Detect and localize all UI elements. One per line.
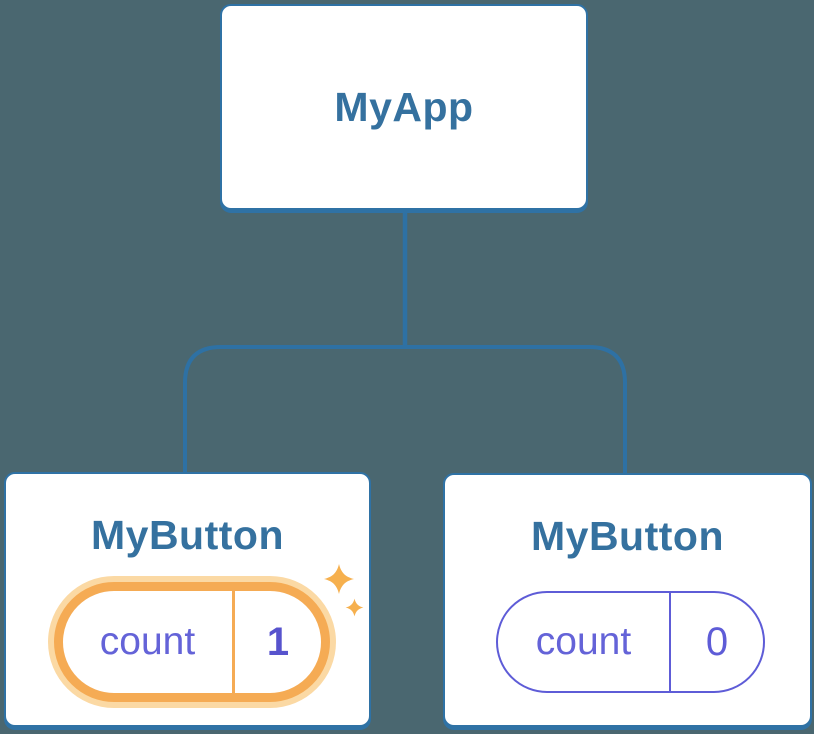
state-value-cell: 1 [235,591,321,693]
node-myapp: MyApp [220,4,588,210]
node-mybutton-left: MyButton count 1 [4,472,371,727]
state-value: 0 [705,619,729,664]
node-myapp-title: MyApp [334,83,474,130]
state-value: 1 [266,619,290,664]
node-mybutton-left-title: MyButton [90,512,284,558]
state-label: count [99,620,196,663]
node-mybutton-right: MyButton count 0 [443,473,812,727]
state-pill: count 0 [496,591,765,693]
connector-branch [183,345,627,476]
state-label-cell: count [498,593,671,691]
sparkle-small-icon [345,598,364,617]
state-label-cell: count [63,591,235,693]
state-label: count [535,620,632,663]
sparkles-icon [324,564,354,594]
state-value-cell: 0 [671,593,763,691]
state-pill-highlighted: count 1 [54,582,330,702]
node-mybutton-right-title: MyButton [530,513,724,559]
